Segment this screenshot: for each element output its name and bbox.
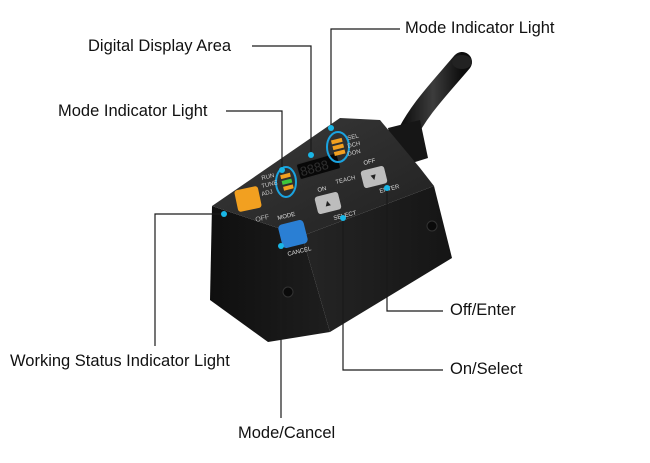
- enter-button-label: ENTER: [379, 184, 401, 195]
- digital-display: 8888: [296, 152, 341, 180]
- dot-working: [221, 211, 227, 217]
- off-status-label: OFF: [255, 214, 270, 224]
- mode-cancel-button[interactable]: [277, 219, 308, 249]
- leader-display: [252, 45, 312, 152]
- svg-text:SEL: SEL: [347, 133, 360, 142]
- dot-off-enter: [384, 185, 390, 191]
- working-status-light: [234, 186, 262, 212]
- screw-front: [282, 286, 294, 298]
- callout-off-enter: Off/Enter: [450, 301, 516, 319]
- leader-working: [154, 213, 222, 346]
- dot-mode-cancel: [278, 243, 284, 249]
- cable-end: [452, 55, 472, 69]
- dot-mode-left: [279, 167, 285, 173]
- callout-mode-indicator-top: Mode Indicator Light: [405, 19, 555, 37]
- callout-working-status: Working Status Indicator Light: [10, 352, 230, 370]
- right-mode-highlight: [326, 131, 350, 163]
- left-led-labels: RUN TUNE ADJ: [261, 173, 278, 198]
- callout-on-select: On/Select: [450, 360, 523, 378]
- svg-text:ADJ: ADJ: [261, 189, 273, 198]
- right-mode-indicator-leds: [330, 137, 346, 157]
- svg-text:RUN: RUN: [261, 173, 275, 182]
- dot-display: [308, 152, 314, 158]
- callout-digital-display-area: Digital Display Area: [88, 37, 232, 55]
- callout-mode-indicator-left: Mode Indicator Light: [58, 102, 208, 120]
- off-button-label: OFF: [363, 158, 376, 167]
- leader-dots: [221, 125, 390, 249]
- on-button-label: ON: [317, 186, 327, 194]
- leader-mode-top: [330, 28, 400, 125]
- right-led-labels: SEL DCH DON: [347, 133, 361, 158]
- screw-side: [426, 220, 438, 232]
- callout-mode-cancel: Mode/Cancel: [238, 424, 336, 442]
- off-enter-button[interactable]: [360, 165, 388, 188]
- cancel-button-label: CANCEL: [287, 246, 313, 258]
- sensor-body-side: [302, 186, 452, 332]
- left-mode-highlight: [275, 166, 297, 198]
- svg-text:DON: DON: [347, 149, 361, 158]
- mode-button-label: MODE: [277, 212, 296, 222]
- sensor-body-top: [212, 118, 434, 236]
- leader-on-select: [342, 220, 443, 371]
- dot-on-select: [340, 215, 346, 221]
- on-select-button[interactable]: [314, 191, 342, 214]
- svg-text:TUNE: TUNE: [261, 180, 278, 190]
- leader-off-enter: [386, 190, 443, 312]
- svg-text:DCH: DCH: [347, 141, 361, 150]
- dot-mode-top: [328, 125, 334, 131]
- leader-mode-left: [226, 110, 283, 168]
- leader-lines: [154, 28, 443, 418]
- left-mode-indicator-leds: [280, 172, 294, 191]
- up-arrow-icon: ▲: [322, 197, 333, 209]
- teach-label: TEACH: [335, 175, 356, 186]
- down-arrow-icon: ▼: [368, 171, 379, 183]
